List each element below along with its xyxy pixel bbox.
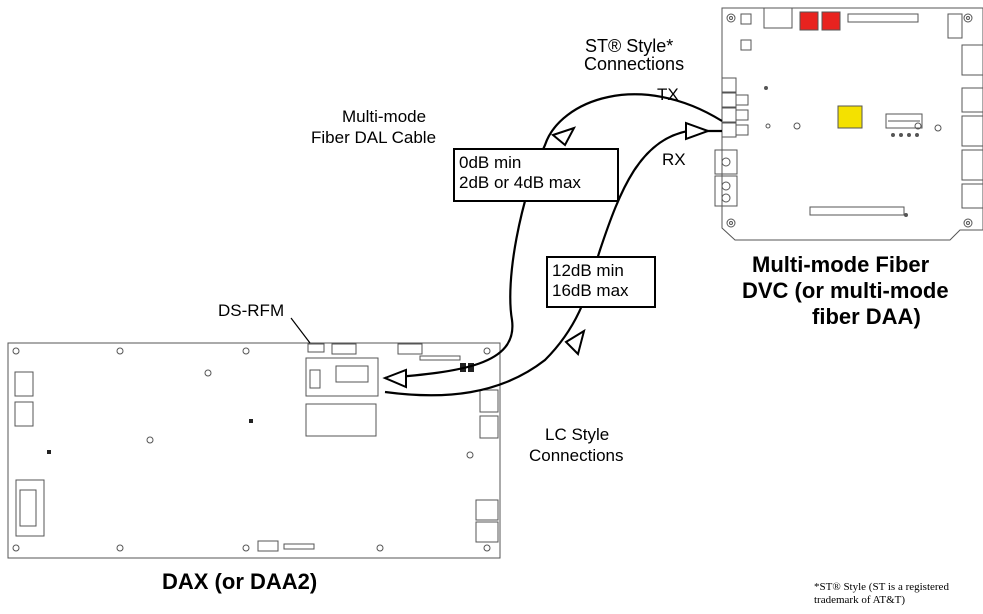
rx-arrowhead-top xyxy=(686,123,708,139)
tx-loss-box: 0dB min 2dB or 4dB max xyxy=(453,148,619,202)
tx-loss-max: 2dB or 4dB max xyxy=(459,173,613,193)
dvc-yellow-chip xyxy=(838,106,862,128)
tx-label: TX xyxy=(657,85,679,105)
footnote-line2: trademark of AT&T) xyxy=(814,594,905,607)
tx-arrowhead-top xyxy=(553,128,574,145)
dvc-title-line2: DVC (or multi-mode xyxy=(742,278,949,304)
rx-arrowhead-mid xyxy=(566,331,584,354)
rx-loss-min: 12dB min xyxy=(552,261,650,281)
cable-label-line2: Fiber DAL Cable xyxy=(311,128,436,148)
st-style-label: ST® Style* xyxy=(585,36,673,56)
dvc-red-connector xyxy=(822,12,840,30)
dax-small-part xyxy=(249,419,253,423)
dvc-red-connector xyxy=(800,12,818,30)
dax-board xyxy=(8,343,500,558)
dax-small-part xyxy=(47,450,51,454)
lc-connections-label: Connections xyxy=(529,446,624,466)
lc-style-label: LC Style xyxy=(545,425,609,445)
rx-loss-box: 12dB min 16dB max xyxy=(546,256,656,308)
dax-title: DAX (or DAA2) xyxy=(162,569,317,595)
rx-loss-max: 16dB max xyxy=(552,281,650,301)
dvc-title-line3: fiber DAA) xyxy=(812,304,921,330)
dvc-title-line1: Multi-mode Fiber xyxy=(752,252,929,278)
rx-label: RX xyxy=(662,150,686,170)
tx-loss-min: 0dB min xyxy=(459,153,613,173)
cable-label-line1: Multi-mode xyxy=(342,107,426,127)
footnote-line1: *ST® Style (ST is a registered xyxy=(814,581,949,594)
ds-rfm-leader xyxy=(291,318,310,343)
ds-rfm-label: DS-RFM xyxy=(218,301,284,321)
st-connections-label: Connections xyxy=(584,54,684,74)
